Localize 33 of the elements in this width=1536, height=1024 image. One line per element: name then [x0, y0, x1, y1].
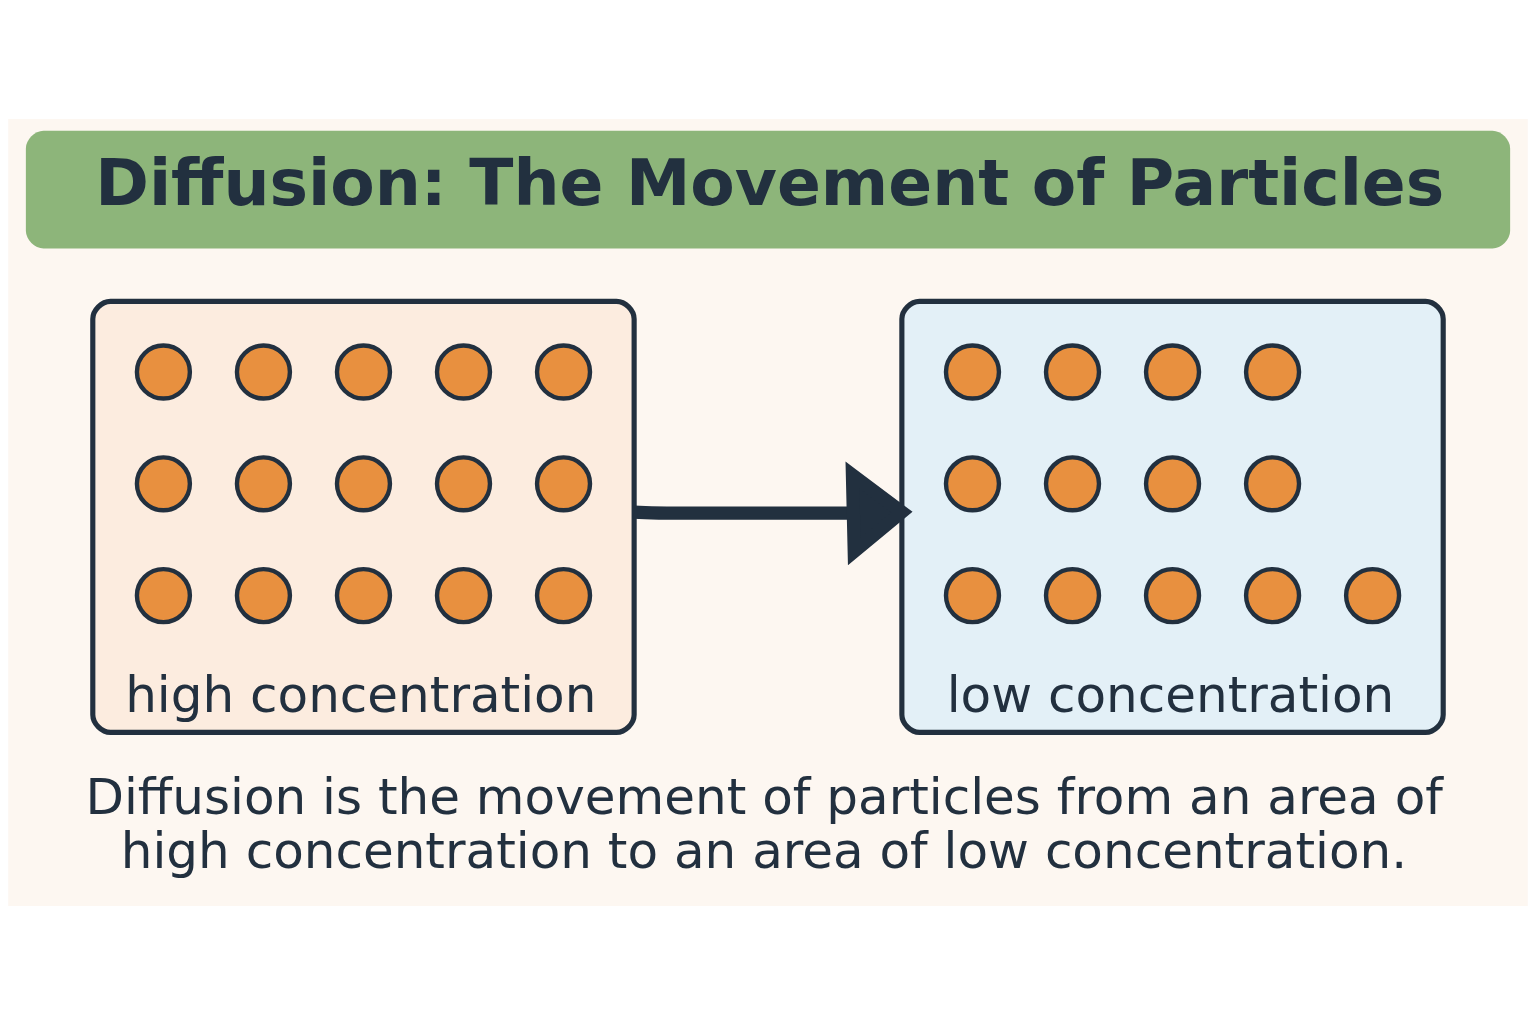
node-circle	[434, 566, 493, 624]
node-circle	[234, 566, 293, 624]
node-circle	[134, 342, 193, 401]
node-circle	[134, 566, 193, 624]
cluster: high concentration	[90, 298, 637, 735]
node-circle	[943, 454, 1002, 512]
node-circle	[1043, 454, 1102, 512]
node-circle	[234, 454, 293, 512]
node-circle	[134, 454, 193, 512]
node-circle	[1243, 566, 1302, 624]
node-circle	[534, 342, 593, 401]
node-circle	[434, 454, 493, 512]
node-circle	[434, 342, 493, 401]
node-circle	[334, 454, 393, 512]
node-circle	[1243, 454, 1302, 512]
node-circle	[1343, 566, 1402, 624]
node-circle	[1143, 454, 1202, 512]
node-circle	[534, 454, 593, 512]
node-circle	[334, 566, 393, 624]
node-circle	[1143, 342, 1202, 401]
node-circle	[943, 566, 1002, 624]
diagram-title: Diffusion: The Movement of Particles	[95, 144, 1445, 220]
node-circle	[534, 566, 593, 624]
node-circle	[1243, 342, 1302, 401]
node-circle	[334, 342, 393, 401]
caption: Diffusion is the movement of particles from an area of high concentration to an area of low concentration.	[85, 767, 1443, 880]
node-circle	[1043, 342, 1102, 401]
node-circle	[1043, 566, 1102, 624]
node-circle	[234, 342, 293, 401]
node-circle	[943, 342, 1002, 401]
cluster: low concentration	[899, 298, 1446, 735]
arrow	[633, 461, 913, 565]
node-circle	[1143, 566, 1202, 624]
